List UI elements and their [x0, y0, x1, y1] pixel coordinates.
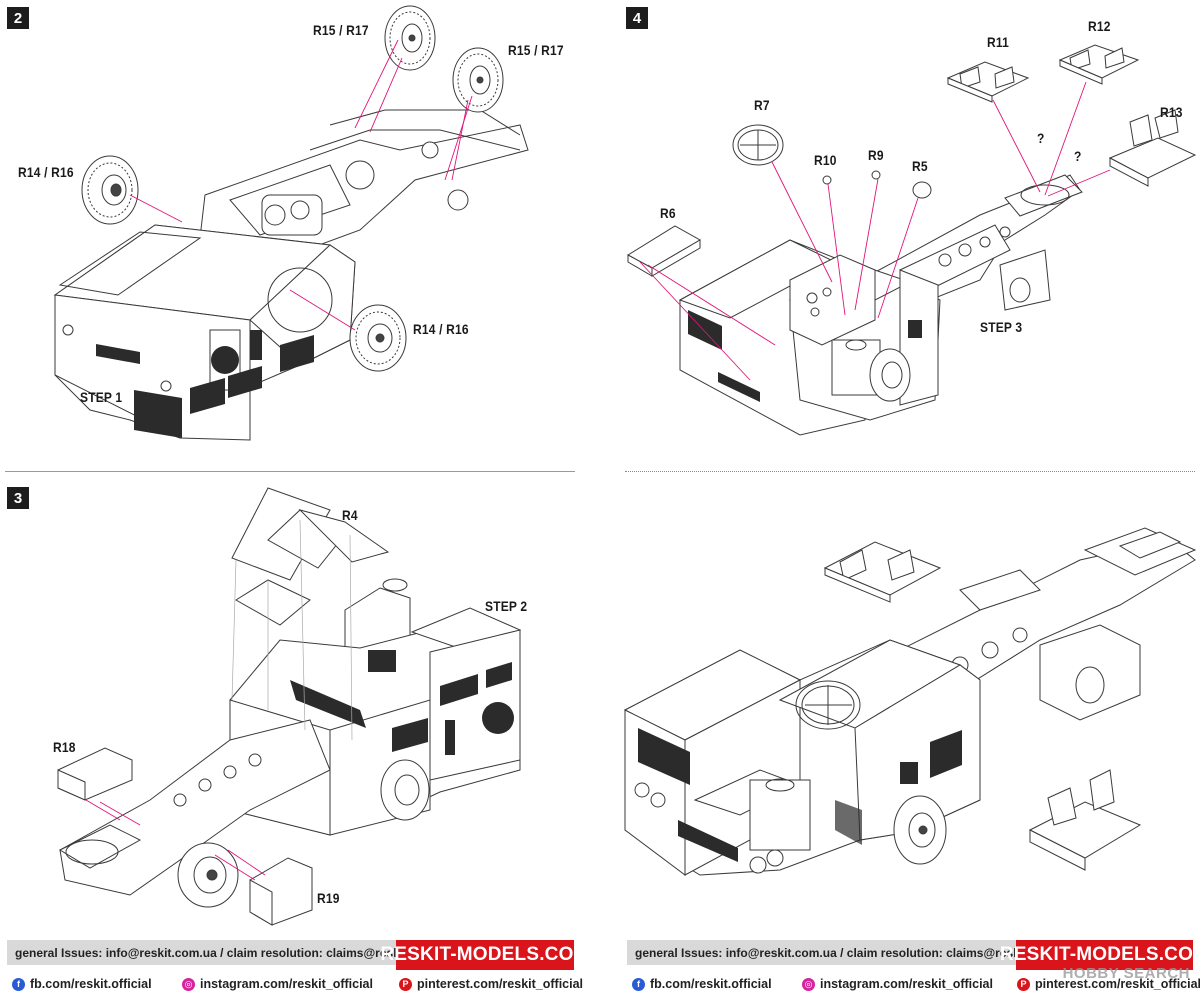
pinterest-text: pinterest.com/reskit_official — [1035, 977, 1200, 991]
headlights — [635, 783, 783, 873]
vehicle-body — [625, 640, 980, 875]
brand-link[interactable]: RESKIT-MODELS.COM — [380, 940, 589, 970]
divider-right — [625, 471, 1195, 472]
instagram-icon: ◎ — [802, 977, 815, 991]
part-r10-knob — [823, 176, 831, 184]
step-2-illustration — [0, 0, 590, 470]
headlights — [63, 325, 171, 391]
contact-bar: general Issues: info@reskit.com.ua / cla… — [7, 940, 453, 965]
front-wheel — [894, 796, 946, 864]
part-label-r6: R6 — [660, 205, 676, 221]
rear-chassis — [870, 175, 1082, 310]
final-assembly-illustration — [600, 480, 1200, 930]
facebook-text: fb.com/reskit.official — [650, 977, 772, 991]
step-reference: STEP 2 — [485, 598, 528, 614]
step-2-panel: 2 — [0, 0, 590, 470]
part-r9-knob — [872, 171, 880, 179]
instagram-link[interactable]: ◎ instagram.com/reskit_official — [802, 973, 993, 995]
question-mark-2: ? — [1074, 148, 1082, 164]
step-number-badge: 2 — [7, 7, 29, 29]
brand-link[interactable]: RESKIT-MODELS.COM — [1000, 940, 1200, 970]
pinterest-icon: P — [1017, 977, 1030, 991]
part-r19-fender — [250, 858, 312, 925]
question-mark-1: ? — [1037, 130, 1045, 146]
rear-wheel — [381, 760, 429, 820]
facebook-text: fb.com/reskit.official — [30, 977, 152, 991]
step-3-panel: 3 — [0, 480, 590, 930]
step-number-badge: 4 — [626, 7, 648, 29]
part-r5-mirror — [913, 182, 931, 198]
vehicle-body — [55, 225, 355, 440]
leader-lines — [232, 520, 352, 740]
step-reference: STEP 3 — [980, 319, 1023, 335]
final-assembly-panel — [600, 480, 1200, 930]
leader-lines — [130, 40, 472, 330]
steering-wheel — [796, 681, 860, 729]
part-r7-steering-wheel — [733, 125, 783, 165]
part-label-r15-a: R15 / R17 — [313, 22, 369, 38]
pinterest-text: pinterest.com/reskit_official — [417, 977, 584, 991]
watermark: HOBBY SEARCH — [1062, 965, 1190, 982]
engine-block — [262, 142, 468, 235]
step-4-panel: 4 — [600, 0, 1200, 470]
part-label-r14-b: R14 / R16 — [413, 321, 469, 337]
instagram-text: instagram.com/reskit_official — [820, 977, 993, 991]
contact-bar: general Issues: info@reskit.com.ua / cla… — [627, 940, 1073, 965]
part-label-r13: R13 — [1160, 104, 1183, 120]
part-label-r10: R10 — [814, 152, 837, 168]
part-label-r11: R11 — [987, 34, 1009, 50]
leader-lines — [640, 82, 1110, 380]
social-links: f fb.com/reskit.official ◎ instagram.com/r… — [7, 973, 583, 995]
step-3-illustration — [0, 480, 590, 930]
part-r18-fender — [58, 748, 132, 800]
front-wheel — [178, 843, 238, 907]
part-label-r12: R12 — [1088, 18, 1111, 34]
part-label-r18: R18 — [53, 739, 76, 755]
wheel-r15-b — [453, 48, 503, 112]
part-r11-mount — [948, 62, 1028, 102]
wheel-r14-rear — [350, 305, 406, 371]
step-4-illustration — [600, 0, 1200, 470]
part-label-r19: R19 — [317, 890, 340, 906]
step-reference: STEP 1 — [80, 389, 123, 405]
step-number-badge: 3 — [7, 487, 29, 509]
part-label-r5: R5 — [912, 158, 928, 174]
social-links: f fb.com/reskit.official ◎ instagram.com/r… — [627, 973, 1200, 995]
grill-vents — [638, 728, 962, 862]
facebook-icon: f — [632, 977, 645, 991]
part-label-r15-b: R15 / R17 — [508, 42, 564, 58]
facebook-link[interactable]: f fb.com/reskit.official — [12, 973, 152, 995]
dashboard-panel — [790, 255, 875, 345]
part-label-r7: R7 — [754, 97, 770, 113]
grill-vents — [96, 330, 314, 438]
loose-mount-left — [825, 542, 940, 602]
instagram-icon: ◎ — [182, 977, 195, 991]
wheel-r14-front — [82, 156, 138, 224]
grill-vents — [688, 310, 922, 402]
instagram-link[interactable]: ◎ instagram.com/reskit_official — [182, 973, 373, 995]
grill-vents — [290, 650, 514, 755]
part-label-r14-a: R14 / R16 — [18, 164, 74, 180]
part-r13-mount — [1110, 110, 1195, 186]
facebook-link[interactable]: f fb.com/reskit.official — [632, 973, 772, 995]
loose-mount-right — [1030, 770, 1140, 870]
pinterest-icon: P — [399, 977, 412, 991]
divider-left — [5, 471, 575, 472]
facebook-icon: f — [12, 977, 25, 991]
footer-right: general Issues: info@reskit.com.ua / cla… — [627, 940, 1200, 998]
part-r4-panels — [232, 488, 388, 625]
wheel-r15-a — [385, 6, 435, 70]
footer-left: general Issues: info@reskit.com.ua / cla… — [7, 940, 589, 998]
instagram-text: instagram.com/reskit_official — [200, 977, 373, 991]
part-r12-mount — [1060, 45, 1138, 84]
part-label-r9: R9 — [868, 147, 884, 163]
front-wheel — [870, 349, 910, 401]
part-label-r4: R4 — [342, 507, 358, 523]
part-r6-seat — [628, 226, 700, 276]
chassis-frame — [60, 720, 330, 895]
